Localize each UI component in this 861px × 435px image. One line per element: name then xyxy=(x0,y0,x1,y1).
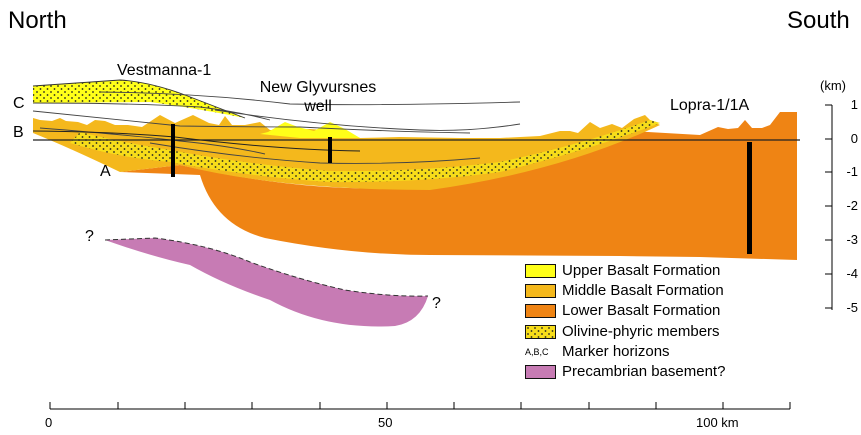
depth-tick-label: -5 xyxy=(846,300,858,315)
upper-basalt-body xyxy=(260,122,360,138)
legend-label: Lower Basalt Formation xyxy=(562,302,721,320)
depth-tick-label: 1 xyxy=(850,97,858,112)
well-label-lopra: Lopra-1/1A xyxy=(670,97,750,114)
marker-c: C xyxy=(13,95,25,112)
depth-tick-label: -2 xyxy=(846,198,858,213)
marker-b: B xyxy=(13,124,24,141)
uncertainty-mark-left: ? xyxy=(85,228,94,245)
north-label: North xyxy=(8,7,67,34)
well-label-glyvursnes-2: well xyxy=(304,98,332,115)
distance-tick-label: 50 xyxy=(378,415,393,430)
distance-tick-label: 0 xyxy=(45,415,53,430)
legend-swatch xyxy=(525,284,556,299)
horizon-lines xyxy=(32,91,521,164)
legend-swatch xyxy=(525,264,556,278)
depth-tick-label: 0 xyxy=(850,131,858,146)
middle-basalt-body xyxy=(33,115,660,190)
distance-axis-line xyxy=(49,402,791,410)
marker-a: A xyxy=(100,163,111,180)
south-label: South xyxy=(787,7,850,34)
legend-label: Precambrian basement? xyxy=(562,362,726,380)
legend-swatch xyxy=(525,304,556,319)
precambrian-basement-body xyxy=(105,238,428,327)
uncertainty-mark-right: ? xyxy=(432,295,441,312)
depth-axis-unit: (km) xyxy=(820,78,846,93)
depth-tick-label: -3 xyxy=(846,232,858,247)
legend-swatch-dotted xyxy=(525,324,556,339)
legend-label: Olivine-phyric members xyxy=(562,322,720,340)
well-glyvursnes xyxy=(328,137,332,163)
depth-tick-label: -4 xyxy=(846,266,858,281)
depth-tick-label: -1 xyxy=(846,164,858,179)
well-lopra xyxy=(747,142,752,254)
legend-label: Middle Basalt Formation xyxy=(562,282,724,300)
legend-marker-symbol: A,B,C xyxy=(525,346,549,357)
well-label-glyvursnes-1: New Glyvursnes xyxy=(259,79,377,96)
legend-label: Upper Basalt Formation xyxy=(562,262,721,279)
depth-axis-line xyxy=(825,104,833,310)
well-vestmanna xyxy=(171,124,175,177)
distance-tick-label: 100 km xyxy=(696,415,739,430)
legend-swatch xyxy=(525,364,556,379)
lower-basalt-body xyxy=(120,112,797,260)
legend-label: Marker horizons xyxy=(562,342,670,360)
well-label-vestmanna: Vestmanna-1 xyxy=(117,62,212,79)
